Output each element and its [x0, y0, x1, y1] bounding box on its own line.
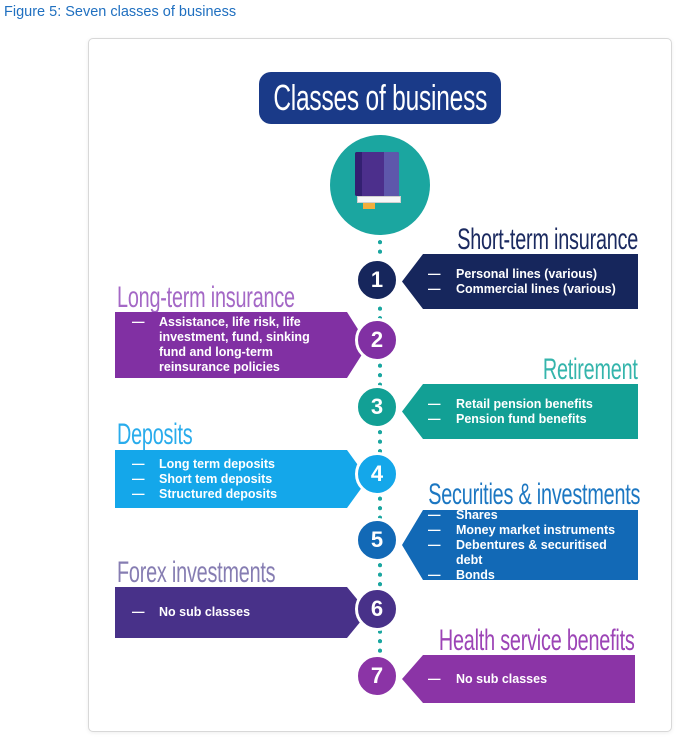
- bullet-dash: —: [428, 411, 441, 426]
- class-5-heading: Securities & investments: [427, 478, 640, 511]
- class-2-banner: — Assistance, life risk, life investment…: [115, 312, 368, 378]
- bullet-item: — Commercial lines (various): [428, 281, 616, 296]
- bullet-dash: —: [428, 281, 441, 296]
- class-4-banner: — Long term deposits — Short tem deposit…: [115, 450, 368, 508]
- class-4-heading: Deposits: [117, 418, 193, 451]
- class-1-number: 1: [370, 267, 384, 292]
- bullet-item: — Retail pension benefits: [428, 396, 593, 411]
- title-text: Classes of business: [273, 77, 487, 118]
- bullet-dash: —: [428, 671, 441, 686]
- bullet-dash: —: [132, 486, 145, 501]
- class-3-heading: Retirement: [543, 353, 638, 386]
- bullet-dash: —: [132, 315, 145, 329]
- book-bookmark: [363, 203, 375, 209]
- class-2-heading: Long-term insurance: [117, 281, 295, 314]
- class-2-number: 2: [370, 327, 384, 352]
- bullet-item: — Assistance, life risk, life investment…: [132, 315, 310, 374]
- class-1-number-circle: 1: [355, 258, 399, 302]
- bullet-item: — No sub classes: [428, 671, 548, 686]
- class-4-number-circle: 4: [355, 452, 399, 496]
- bullet-item: — No sub classes: [132, 605, 251, 619]
- bullet-item: — Personal lines (various): [428, 266, 598, 281]
- figure-caption: Figure 5: Seven classes of business: [4, 4, 237, 20]
- book-pages: [357, 196, 401, 203]
- book-icon: [354, 152, 402, 210]
- title-banner: Classes of business: [259, 72, 501, 124]
- bullet-item: — Structured deposits: [132, 486, 278, 501]
- class-6-number-circle: 6: [355, 587, 399, 631]
- bullet-item: — Shares: [428, 507, 498, 522]
- class-4-number: 4: [370, 461, 384, 486]
- class-6-heading: Forex investments: [117, 556, 276, 589]
- bullet-dash: —: [428, 266, 441, 281]
- book-spine: [355, 152, 362, 196]
- class-6-number: 6: [370, 596, 384, 621]
- class-3-number-circle: 3: [355, 385, 399, 429]
- book-cover-panel: [384, 152, 399, 196]
- class-3-banner: — Retail pension benefits — Pension fund…: [402, 384, 638, 439]
- class-5-banner: — Shares — Money market instruments — De…: [402, 510, 638, 580]
- bullet-item: — Short tem deposits: [132, 471, 273, 486]
- bullet-item: — Debentures & securitised debt: [428, 537, 607, 567]
- class-6-banner: — No sub classes: [115, 587, 368, 638]
- bullet-dash: —: [428, 507, 441, 522]
- bullet-dash: —: [132, 456, 145, 471]
- bullet-dash: —: [132, 471, 145, 486]
- bullet-dash: —: [428, 537, 441, 552]
- class-2-number-circle: 2: [355, 318, 399, 362]
- class-1-heading: Short-term insurance: [457, 223, 638, 256]
- class-1-banner: — Personal lines (various) — Commercial …: [402, 254, 638, 309]
- class-7-banner: — No sub classes: [402, 655, 635, 703]
- class-7-heading: Health service benefits: [439, 624, 635, 657]
- bullet-dash: —: [132, 605, 145, 619]
- bullet-dash: —: [428, 396, 441, 411]
- bullet-item: — Money market instruments: [428, 522, 616, 537]
- book-icon-circle: [330, 135, 430, 235]
- bullet-dash: —: [428, 522, 441, 537]
- bullet-item: — Bonds: [428, 567, 495, 582]
- bullet-dash: —: [428, 567, 441, 582]
- class-7-number: 7: [370, 663, 384, 688]
- class-3-number: 3: [370, 394, 384, 419]
- class-7-number-circle: 7: [355, 654, 399, 698]
- bullet-item: — Pension fund benefits: [428, 411, 587, 426]
- class-5-number-circle: 5: [355, 518, 399, 562]
- class-5-number: 5: [370, 527, 384, 552]
- bullet-item: — Long term deposits: [132, 456, 275, 471]
